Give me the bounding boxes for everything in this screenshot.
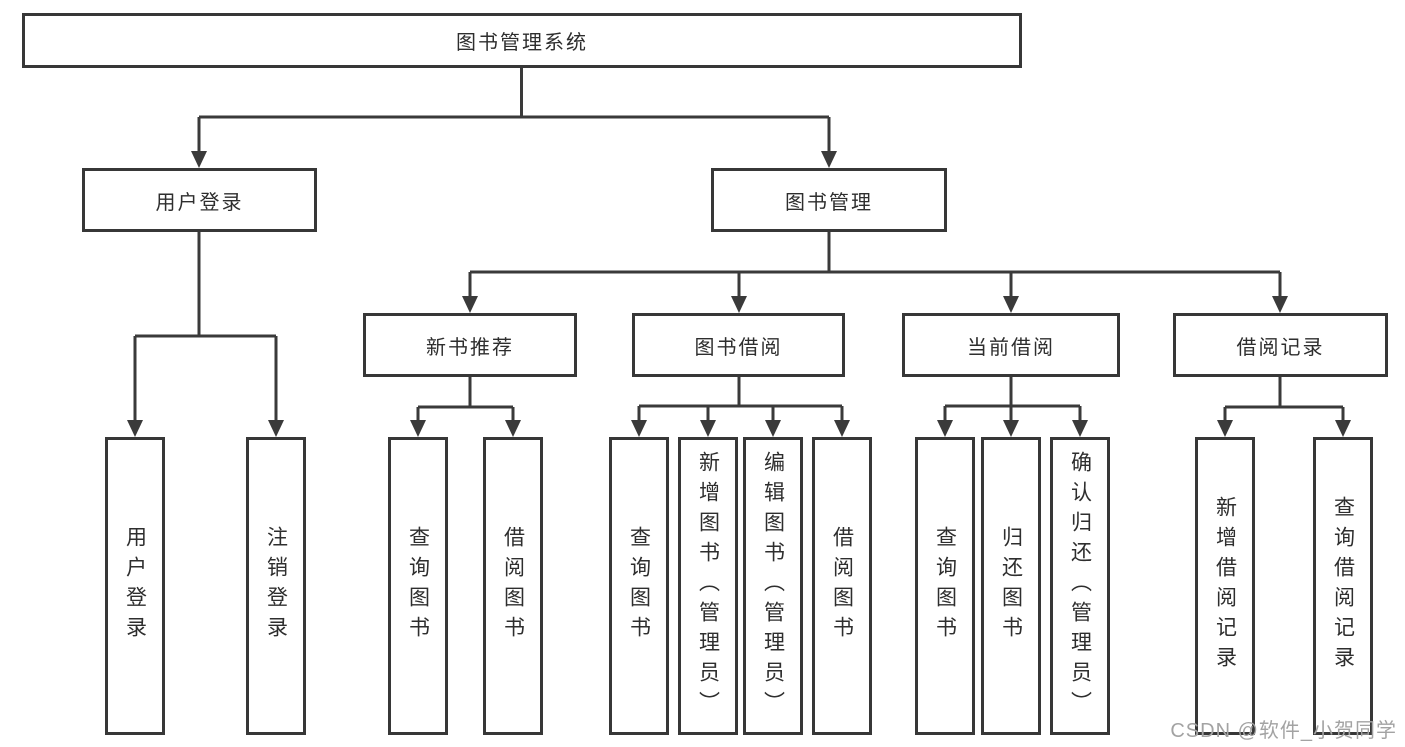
node-book-management: 图书管理 <box>711 168 947 232</box>
connector-records-children <box>1223 377 1345 421</box>
arrowhead <box>505 420 521 437</box>
node-label: 借阅图书 <box>501 526 525 646</box>
arrowhead <box>1003 420 1019 437</box>
arrowhead <box>731 296 747 313</box>
arrowhead <box>631 420 647 437</box>
node-borrow-borrow-books: 借阅图书 <box>812 437 872 735</box>
node-book-borrow: 图书借阅 <box>632 313 845 377</box>
node-label: 当前借阅 <box>967 336 1055 359</box>
arrowhead <box>1335 420 1351 437</box>
node-borrow-add-books-admin: 新增图书（管理员） <box>678 437 738 735</box>
arrowheads <box>127 151 1351 437</box>
arrowhead <box>1217 420 1233 437</box>
node-label: 借阅记录 <box>1236 336 1325 359</box>
connector-user-login-children <box>133 232 278 421</box>
node-borrow-query-books: 查询图书 <box>609 437 669 735</box>
node-user-login: 用户登录 <box>82 168 317 232</box>
node-records-query-record: 查询借阅记录 <box>1313 437 1373 735</box>
arrowhead <box>765 420 781 437</box>
node-current-confirm-return-admin: 确认归还（管理员） <box>1050 437 1110 735</box>
connector-borrow-children <box>637 377 844 421</box>
node-recommend-borrow-books: 借阅图书 <box>483 437 543 735</box>
connector-book-management-children <box>468 232 1282 297</box>
node-current-query-books: 查询图书 <box>915 437 975 735</box>
node-root-library-system: 图书管理系统 <box>22 13 1022 68</box>
arrowhead <box>937 420 953 437</box>
node-label: 编辑图书（管理员） <box>761 451 785 721</box>
node-label: 图书借阅 <box>694 336 783 359</box>
node-label: 用户登录 <box>155 191 244 214</box>
node-label: 用户登录 <box>123 526 147 646</box>
node-label: 注销登录 <box>264 526 288 646</box>
node-label: 图书管理系统 <box>456 32 588 54</box>
node-recommend-query-books: 查询图书 <box>388 437 448 735</box>
node-login-user-login: 用户登录 <box>105 437 165 735</box>
node-current-return-books: 归还图书 <box>981 437 1041 735</box>
node-label: 查询图书 <box>406 526 430 646</box>
node-label: 确认归还（管理员） <box>1068 451 1092 721</box>
connector-root-to-level1 <box>197 68 831 152</box>
node-label: 借阅图书 <box>830 526 854 646</box>
arrowhead <box>1072 420 1088 437</box>
arrowhead <box>834 420 850 437</box>
connector-current-children <box>943 377 1082 421</box>
node-current-borrow: 当前借阅 <box>902 313 1120 377</box>
node-login-logout: 注销登录 <box>246 437 306 735</box>
connector-recommend-children <box>416 377 515 421</box>
arrowhead <box>410 420 426 437</box>
node-borrow-records: 借阅记录 <box>1173 313 1388 377</box>
node-borrow-edit-books-admin: 编辑图书（管理员） <box>743 437 803 735</box>
node-label: 图书管理 <box>785 191 873 214</box>
node-label: 归还图书 <box>999 526 1023 646</box>
arrowhead <box>191 151 207 168</box>
arrowhead <box>462 296 478 313</box>
arrowhead <box>700 420 716 437</box>
arrowhead <box>1272 296 1288 313</box>
node-label: 查询借阅记录 <box>1331 496 1355 676</box>
arrowhead <box>1003 296 1019 313</box>
node-label: 新书推荐 <box>426 336 514 359</box>
node-label: 查询图书 <box>627 526 651 646</box>
arrowhead <box>821 151 837 168</box>
node-label: 查询图书 <box>933 526 957 646</box>
arrowhead <box>268 420 284 437</box>
node-records-add-record: 新增借阅记录 <box>1195 437 1255 735</box>
node-label: 新增借阅记录 <box>1213 496 1237 676</box>
arrowhead <box>127 420 143 437</box>
node-new-book-recommend: 新书推荐 <box>363 313 577 377</box>
csdn-watermark: CSDN @软件_小贺同学 <box>1170 720 1397 742</box>
node-label: 新增图书（管理员） <box>696 451 720 721</box>
